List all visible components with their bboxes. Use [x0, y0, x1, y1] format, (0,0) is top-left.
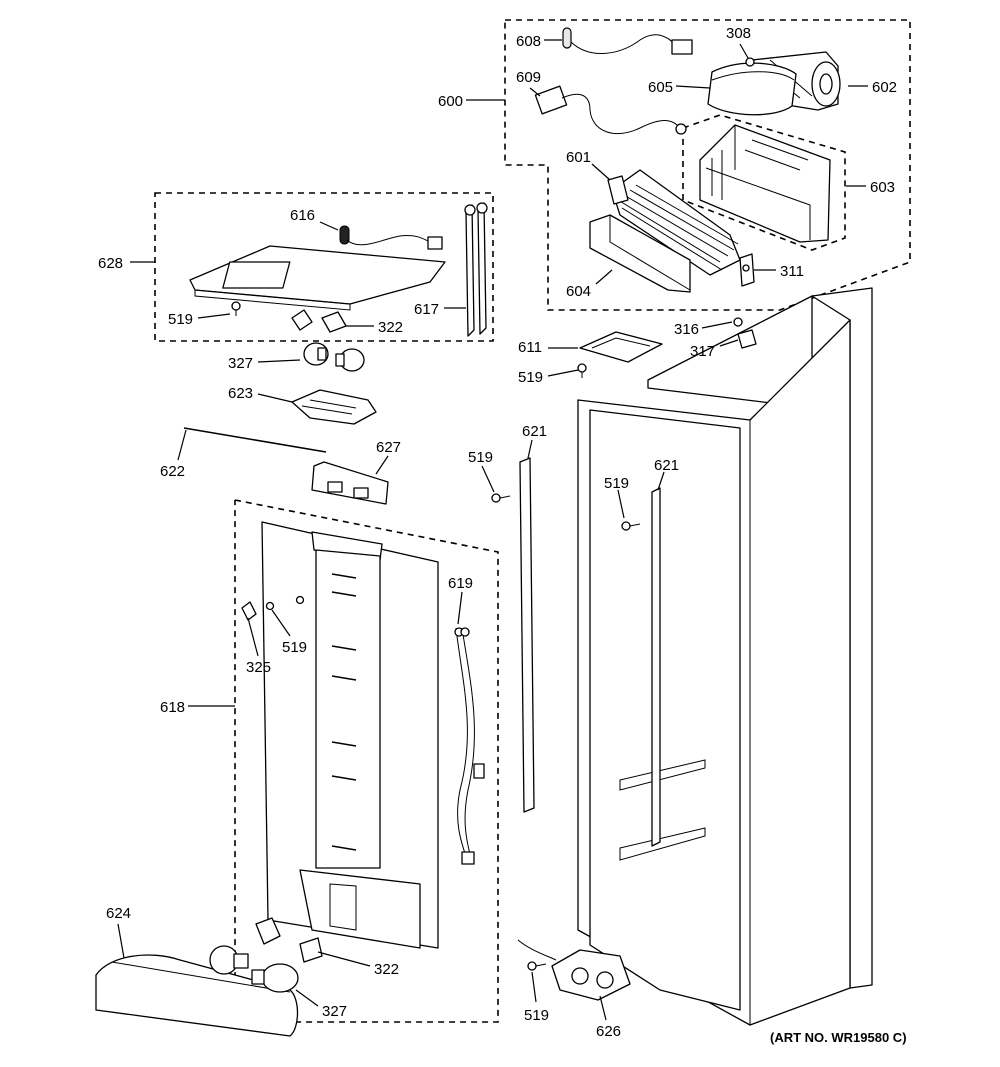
art-number: (ART NO. WR19580 C)	[770, 1030, 907, 1045]
callout-608: 608	[516, 33, 541, 50]
light-cover-624	[95, 954, 299, 1037]
evaporator-601	[607, 169, 741, 276]
screw-519-light-housing	[231, 301, 241, 316]
callout-519-c: 519	[468, 449, 493, 466]
callout-519-a: 519	[168, 311, 193, 328]
callout-602: 602	[872, 79, 897, 96]
callout-609: 609	[516, 69, 541, 86]
evaporator-cover-603	[699, 124, 831, 243]
callout-628: 628	[98, 255, 123, 272]
callout-603: 603	[870, 179, 895, 196]
thermistor-608	[562, 27, 693, 55]
clip-317	[737, 329, 757, 349]
callout-616: 616	[290, 207, 315, 224]
callout-519-d: 519	[604, 475, 629, 492]
callout-322-a: 322	[378, 319, 403, 336]
light-shield-623	[291, 389, 377, 425]
screw-519-611	[577, 363, 587, 378]
callout-621-b: 621	[654, 457, 679, 474]
callout-621-a: 621	[522, 423, 547, 440]
heater-wire-609	[534, 85, 687, 135]
trim-strip-622	[183, 427, 327, 453]
socket-322-lower	[255, 917, 323, 963]
shelf-support-621-left	[519, 457, 535, 813]
callout-624: 624	[106, 905, 131, 922]
callout-619: 619	[448, 575, 473, 592]
screw-308	[745, 57, 755, 67]
bracket-627	[311, 461, 389, 505]
control-bracket-611	[579, 331, 663, 363]
evaporator-cover-outline	[682, 114, 846, 251]
bulbs-327-upper	[303, 342, 365, 372]
callout-600: 600	[438, 93, 463, 110]
callout-618: 618	[160, 699, 185, 716]
damper-626	[517, 939, 631, 1001]
callout-617: 617	[414, 301, 439, 318]
bulbs-327-lower	[209, 945, 299, 993]
screw-519-right-support	[621, 521, 641, 531]
drain-trough-604	[589, 214, 691, 293]
socket-322-upper	[291, 309, 347, 333]
duct-cover-618	[261, 521, 439, 949]
screw-519-damper	[527, 961, 547, 971]
callout-623: 623	[228, 385, 253, 402]
wire-harness-619	[454, 627, 485, 865]
wire-harness-617	[464, 202, 488, 337]
callout-327-b: 327	[322, 1003, 347, 1020]
callout-labels: 608 308 609 605 602 600 601 603 604 311 …	[98, 25, 897, 1040]
callout-327-a: 327	[228, 355, 253, 372]
screw-519-left-support	[491, 493, 511, 503]
callout-311: 311	[780, 263, 804, 280]
callout-626: 626	[596, 1023, 621, 1040]
screws-519-duct	[265, 595, 305, 611]
callout-317: 317	[690, 343, 715, 360]
light-socket-325	[241, 601, 257, 621]
callout-605: 605	[648, 79, 673, 96]
bracket-311	[739, 253, 755, 287]
freezer-cabinet	[577, 287, 873, 1026]
group-618-outline	[234, 499, 499, 1023]
callout-325: 325	[246, 659, 271, 676]
callout-604: 604	[566, 283, 591, 300]
callout-316: 316	[674, 321, 699, 338]
callout-622: 622	[160, 463, 185, 480]
group-628-outline	[154, 192, 494, 342]
shelf-support-621-right	[651, 487, 661, 847]
callout-519-e: 519	[282, 639, 307, 656]
callout-308: 308	[726, 25, 751, 42]
light-housing-plate	[189, 245, 446, 311]
leader-lines	[117, 39, 868, 1021]
callout-611: 611	[518, 339, 542, 356]
callout-519-b: 519	[518, 369, 543, 386]
callout-627: 627	[376, 439, 401, 456]
group-600-outline	[504, 19, 911, 311]
callout-322-b: 322	[374, 961, 399, 978]
callout-601: 601	[566, 149, 591, 166]
thermistor-616	[339, 225, 443, 250]
fan-cover-605	[707, 62, 797, 116]
clip-316	[733, 317, 743, 327]
callout-519-f: 519	[524, 1007, 549, 1024]
